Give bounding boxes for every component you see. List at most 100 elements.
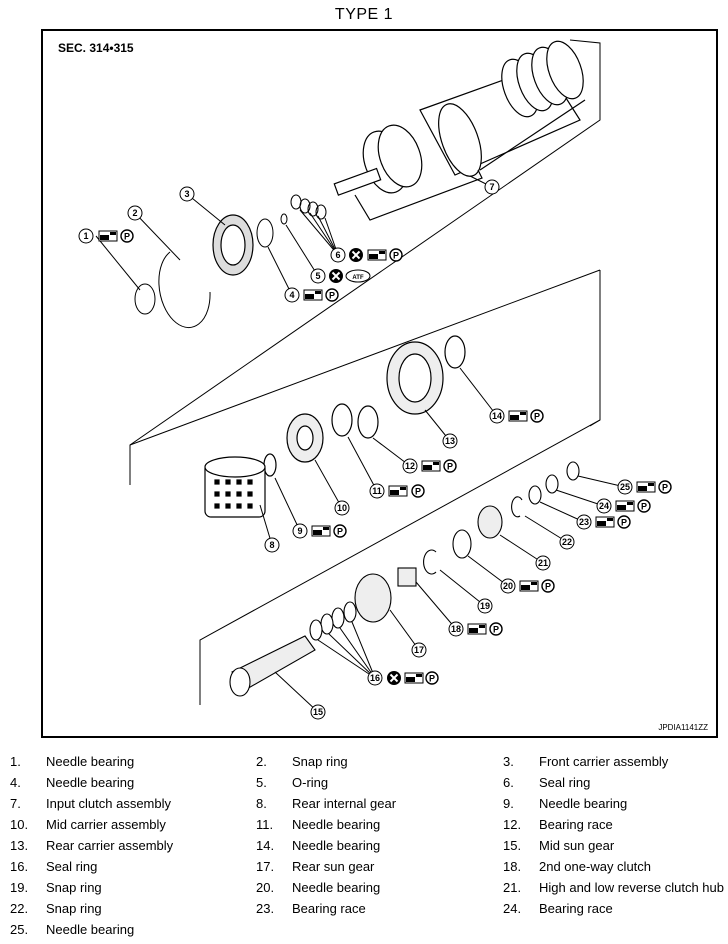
parts-row: 4.Needle bearing 5.O-ring 6.Seal ring [0, 775, 728, 795]
part-item-8: 8.Rear internal gear [256, 796, 397, 811]
callout-19: 19 [477, 598, 493, 614]
callout-4: 4 [284, 287, 339, 303]
part-item-23: 23.Bearing race [256, 901, 366, 916]
svg-text:1: 1 [83, 231, 88, 241]
part-item-15: 15.Mid sun gear [503, 838, 615, 853]
callout-1: 1 [78, 228, 134, 244]
mid-carrier-drawing [263, 413, 324, 477]
callout-7: 7 [484, 179, 500, 195]
part-item-22: 22.Snap ring [10, 901, 102, 916]
svg-text:14: 14 [492, 411, 502, 421]
group-outline-lines [129, 39, 601, 705]
part-item-17: 17.Rear sun gear [256, 859, 375, 874]
callout-11: 11 [369, 483, 425, 499]
leader-lines [95, 175, 626, 713]
parts-row: 25.Needle bearing [0, 922, 728, 942]
callout-22: 22 [559, 534, 575, 550]
parts-row: 19.Snap ring 20.Needle bearing 21.High a… [0, 880, 728, 900]
part-item-7: 7.Input clutch assembly [10, 796, 172, 811]
svg-text:19: 19 [480, 601, 490, 611]
svg-text:13: 13 [445, 436, 455, 446]
callout-9: 9 [292, 523, 347, 539]
diagram-frame: SEC. 314•315 JPDIA1141ZZ [41, 29, 718, 738]
callout-8: 8 [264, 537, 280, 553]
svg-text:11: 11 [372, 486, 382, 496]
part-item-24: 24.Bearing race [503, 901, 613, 916]
svg-text:20: 20 [503, 581, 513, 591]
part-item-11: 11.Needle bearing [256, 817, 381, 832]
section-label: SEC. 314•315 [58, 41, 134, 55]
part-item-4: 4.Needle bearing [10, 775, 135, 790]
svg-text:25: 25 [620, 482, 630, 492]
callout-3: 3 [179, 186, 195, 202]
svg-text:18: 18 [451, 624, 461, 634]
exploded-view-diagram: P [78, 39, 672, 720]
callout-10: 10 [334, 500, 350, 516]
svg-text:22: 22 [562, 537, 572, 547]
part-item-10: 10.Mid carrier assembly [10, 817, 166, 832]
callout-15: 15 [310, 704, 326, 720]
part-item-13: 13.Rear carrier assembly [10, 838, 174, 853]
callout-12: 12 [402, 458, 457, 474]
parts-row: 22.Snap ring 23.Bearing race 24.Bearing … [0, 901, 728, 921]
part-item-16: 16.Seal ring [10, 859, 98, 874]
svg-text:8: 8 [269, 540, 274, 550]
svg-text:17: 17 [414, 645, 424, 655]
input-clutch-assembly-drawing [333, 40, 586, 221]
callout-5: 5 ATF [310, 268, 371, 284]
part-item-1: 1.Needle bearing [10, 754, 135, 769]
front-carrier-drawing [212, 214, 254, 276]
part-item-5: 5.O-ring [256, 775, 329, 790]
part-item-18: 18.2nd one-way clutch [503, 859, 652, 874]
svg-text:23: 23 [579, 517, 589, 527]
part-item-21: 21.High and low reverse clutch hub [503, 880, 724, 895]
rear-carrier-assembly-drawing [331, 335, 466, 439]
part-item-2: 2.Snap ring [256, 754, 348, 769]
callout-6: 6 [330, 247, 403, 263]
svg-text:16: 16 [370, 673, 380, 683]
part-item-6: 6.Seal ring [503, 775, 591, 790]
parts-row: 16.Seal ring 17.Rear sun gear 18.2nd one… [0, 859, 728, 879]
part-item-3: 3.Front carrier assembly [503, 754, 669, 769]
callout-18: 18 [448, 621, 503, 637]
part-item-19: 19.Snap ring [10, 880, 102, 895]
svg-text:3: 3 [184, 189, 189, 199]
svg-text:24: 24 [599, 501, 609, 511]
callout-24: 24 [596, 498, 651, 514]
part-item-12: 12.Bearing race [503, 817, 613, 832]
seal-rings-drawing [134, 194, 327, 329]
svg-text:7: 7 [489, 182, 494, 192]
svg-text:6: 6 [335, 250, 340, 260]
svg-text:ATF: ATF [352, 275, 364, 281]
callout-23: 23 [576, 514, 631, 530]
svg-text:21: 21 [538, 558, 548, 568]
diagram-title: TYPE 1 [334, 6, 394, 23]
rear-internal-gear-drawing [204, 456, 266, 518]
parts-row: 13.Rear carrier assembly 14.Needle beari… [0, 838, 728, 858]
svg-text:2: 2 [132, 208, 137, 218]
callout-16: 16 [367, 670, 439, 686]
part-item-9: 9.Needle bearing [503, 796, 628, 811]
callout-25: 25 [617, 479, 672, 495]
parts-row: 7.Input clutch assembly 8.Rear internal … [0, 796, 728, 816]
svg-text:15: 15 [313, 707, 323, 717]
callout-2: 2 [127, 205, 143, 221]
parts-row: 10.Mid carrier assembly 11.Needle bearin… [0, 817, 728, 837]
callout-13: 13 [442, 433, 458, 449]
parts-row: 1.Needle bearing 2.Snap ring 3.Front car… [0, 754, 728, 774]
lower-parts-drawing [229, 461, 580, 697]
svg-text:9: 9 [297, 526, 302, 536]
svg-text:4: 4 [289, 290, 294, 300]
part-item-20: 20.Needle bearing [256, 880, 381, 895]
part-item-14: 14.Needle bearing [256, 838, 381, 853]
callout-17: 17 [411, 642, 427, 658]
part-item-25: 25.Needle bearing [10, 922, 135, 937]
callout-markers: 1 2 3 4 5 ATF 6 7 8 9 10 11 12 13 14 15 1… [78, 179, 672, 720]
svg-text:5: 5 [315, 271, 320, 281]
svg-text:12: 12 [405, 461, 415, 471]
callout-14: 14 [489, 408, 544, 424]
image-code: JPDIA1141ZZ [658, 723, 708, 732]
callout-21: 21 [535, 555, 551, 571]
callout-20: 20 [500, 578, 555, 594]
svg-text:10: 10 [337, 503, 347, 513]
